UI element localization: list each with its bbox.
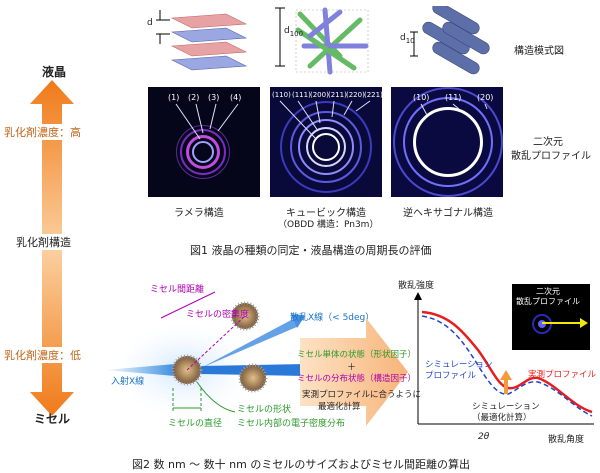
xray-label: 散乱X線（< 5deg） — [290, 313, 375, 323]
figure-2-caption: 図2 数 nm ～ 数十 nm のミセルのサイズおよびミセル間距離の算出 — [132, 458, 471, 471]
intensity-axis-label: 散乱強度 — [398, 281, 435, 291]
cubic-peak-111: (111) — [292, 91, 311, 99]
micelle-density-label: ミセルの密集度 — [186, 310, 250, 320]
electron-density-label: ミセル内部の電子密度分布 — [237, 419, 346, 429]
hex-d-label: d10 — [400, 33, 415, 45]
cubic-peak-110: (110) — [272, 91, 291, 99]
micelle-spacing-label: ミセル間距離 — [150, 285, 205, 295]
inset-label-1: 二次元 — [536, 287, 560, 296]
cubic-d-sub: 100 — [289, 29, 304, 38]
lamella-peak-1: (1) — [168, 93, 180, 102]
measured-profile-label: 実測プロファイル — [528, 370, 597, 380]
schematic-label: 構造模式図 — [514, 46, 564, 57]
cubic-peak-211: (211) — [328, 91, 347, 99]
lamella-peak-2: (2) — [188, 93, 200, 102]
hex-peak-11: (11) — [445, 93, 462, 102]
emulsifier-structure-label: 乳化剤構造 — [14, 234, 73, 250]
plus-label: ＋ — [347, 363, 357, 373]
incident-label: 入射X線 — [111, 377, 145, 387]
inset-label-2: 散乱プロファイル — [516, 297, 580, 306]
cubic-d: d — [284, 26, 290, 36]
hexagonal-schematic — [410, 6, 490, 75]
cubic-pointers — [279, 100, 371, 140]
form-factor-label: ミセル単体の状態（形状因子） — [297, 350, 417, 360]
lamella-name: ラメラ構造 — [174, 208, 224, 219]
micelle-label: ミセル — [34, 412, 71, 426]
hex-peak-20: (20) — [477, 93, 494, 102]
process-arrow — [300, 318, 408, 426]
angle-axis-label: 散乱角度 — [548, 435, 585, 445]
cubic-ring-5 — [280, 101, 372, 193]
lamella-d-label: d — [147, 18, 153, 28]
cubic-subname: （OBDD 構造：Pn3m） — [278, 220, 379, 230]
cubic-schematic — [275, 7, 369, 75]
lamella-peak-3: (3) — [208, 93, 220, 102]
cubic-peak-221: (221) — [364, 91, 382, 99]
cubic-peak-200: (200) — [310, 91, 329, 99]
hex-ring-3 — [393, 87, 503, 197]
fit-label-1: 実測プロファイルに合うように — [302, 390, 422, 400]
hex-name: 逆ヘキサゴナル構造 — [403, 208, 493, 219]
lamella-pointers — [175, 103, 239, 140]
inset-arrow — [542, 318, 588, 328]
sim-profile-label-1: シミュレーション — [425, 360, 493, 370]
scattering-label-2: 散乱プロファイル — [511, 151, 591, 162]
high-concentration-label: 乳化剤濃度：高 — [2, 124, 83, 140]
liquid-crystal-label: 液晶 — [42, 65, 67, 79]
profile-graph — [414, 292, 594, 425]
lamella-scattering-panel: (1) (2) (3) (4) — [148, 87, 260, 197]
lamella-ring-4 — [176, 125, 230, 179]
micelle-scattering-diagram — [105, 291, 321, 422]
cubic-peak-220: (220) — [346, 91, 365, 99]
figure-1-caption: 図1 液晶の種類の同定・液晶構造の周期長の評価 — [190, 244, 432, 257]
cubic-name: キュービック構造 — [286, 208, 366, 219]
cubic-d-label: d100 — [284, 26, 303, 38]
sim-profile-label-2: プロファイル — [425, 371, 477, 381]
sim-opt-label-1: シミュレーション — [472, 402, 540, 412]
cubic-scattering-panel: (110) (111) (200) (211) (220) (221) — [270, 87, 382, 197]
scattering-label-1: 二次元 — [533, 137, 563, 148]
shape-label: ミセルの形状 — [237, 405, 292, 415]
diameter-label: ミセルの直径 — [168, 419, 223, 429]
fit-label-2: 最適化計算 — [318, 402, 361, 412]
hex-pointers — [420, 103, 488, 116]
structure-factor-label: ミセルの分布状態（構造因子） — [297, 374, 417, 384]
hex-d-sub: 10 — [405, 36, 415, 45]
lamella-peak-4: (4) — [230, 93, 242, 102]
lamella-schematic — [156, 10, 248, 71]
hex-scattering-panel: (10) (11) (20) — [391, 87, 503, 197]
hex-peak-10: (10) — [413, 93, 430, 102]
two-theta-label: 2θ — [478, 432, 490, 442]
hex-d: d — [400, 33, 406, 43]
inset-scattering-panel: 二次元 散乱プロファイル — [512, 284, 590, 350]
low-concentration-label: 乳化剤濃度：低 — [2, 347, 83, 363]
sim-opt-label-2: （最適化計算） — [472, 413, 532, 423]
